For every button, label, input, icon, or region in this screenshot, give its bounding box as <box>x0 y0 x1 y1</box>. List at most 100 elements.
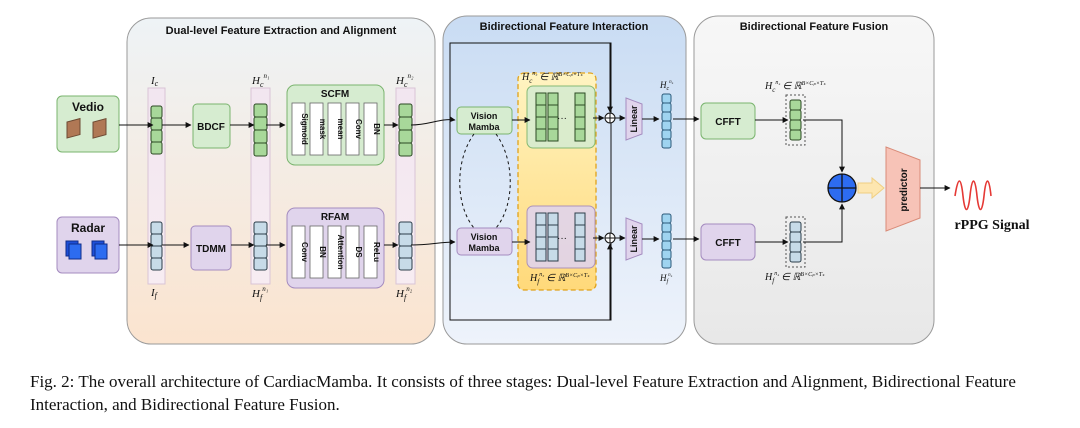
linear-bottom <box>625 217 643 261</box>
hf-n4-cell <box>661 249 672 260</box>
radar-frames-icon <box>65 240 108 260</box>
hc-n1-cell <box>253 116 268 131</box>
grid-cell <box>574 128 586 142</box>
hf-n4-vector <box>661 213 672 269</box>
hc-n3-grid: ··· <box>535 92 586 142</box>
op-block <box>345 225 360 279</box>
hf-n2-cell <box>398 221 413 235</box>
hf-n4-cell <box>661 231 672 242</box>
if-cell <box>150 233 163 247</box>
grid-cell <box>547 128 559 142</box>
op-label: ReLu <box>372 242 381 262</box>
stage-extraction-panel <box>126 17 436 345</box>
fused-c-cell <box>789 119 802 131</box>
if-cell <box>150 257 163 271</box>
video-input-label: Vedio <box>72 100 104 114</box>
hf-n2-cell <box>398 233 413 247</box>
cfft-top <box>700 102 756 140</box>
hf-n1-stack <box>253 221 268 271</box>
hc-n2-stack <box>398 103 413 157</box>
cfft-bottom-label: CFFT <box>715 238 741 249</box>
op-block <box>327 225 342 279</box>
rfam-label: RFAM <box>321 212 349 223</box>
grid-cell <box>574 212 586 226</box>
hf-n1-cell <box>253 245 268 259</box>
hf-n1-cell <box>253 257 268 271</box>
op-block <box>345 102 360 156</box>
fused-c-cell <box>789 129 802 141</box>
hf-fuse-dims: Hfn₄∈ ℝB×Cₚ×Tₛ <box>764 271 825 285</box>
hf-n2-label: Hfn₂ <box>395 285 413 302</box>
grid-cell <box>535 116 547 130</box>
op-label: BN <box>318 246 327 258</box>
if-cell <box>150 245 163 259</box>
ic-cell <box>150 105 163 119</box>
grid-cell <box>535 128 547 142</box>
fused-f-cell <box>789 231 802 243</box>
op-label: BN <box>372 123 381 135</box>
ic-feature-stack <box>150 105 163 155</box>
if-label: If <box>150 287 159 300</box>
hc-n2-cell <box>398 103 413 118</box>
radar-input-label: Radar <box>71 221 105 235</box>
ellipsis: ··· <box>557 113 567 124</box>
hc-n3-dims: Hcn₃∈ ℝB×Cₚ×Tₛ <box>521 71 583 85</box>
grid-cell <box>535 224 547 238</box>
hf-n1-label: Hfn₁ <box>251 285 268 302</box>
hf-n4-label: Hfn₄ <box>659 273 673 285</box>
fused-f-cell <box>789 221 802 233</box>
video-frames-icon <box>66 117 107 139</box>
hc-n4-cell <box>661 129 672 140</box>
fused-f-cell <box>789 251 802 263</box>
fused-c-cell <box>789 109 802 121</box>
hc-n2-cell <box>398 142 413 157</box>
fusion-to-predictor-arrow <box>857 176 885 200</box>
op-block <box>363 225 378 279</box>
op-block <box>363 102 378 156</box>
ic-label: Ic <box>150 75 159 88</box>
grid-cell <box>547 248 559 262</box>
hc-n4-label: Hcn₄ <box>659 80 674 92</box>
hc-n1-cell <box>253 129 268 144</box>
grid-cell <box>574 92 586 106</box>
op-label: mean <box>336 119 345 140</box>
hc-n1-stack <box>253 103 268 157</box>
hf-n4-cell <box>661 222 672 233</box>
tdmm-module <box>190 225 232 271</box>
stage-fusion-panel <box>693 15 935 345</box>
grid-cell <box>574 104 586 118</box>
hc-n2-label: Hcn₂ <box>395 72 414 89</box>
hc-n1-label: Hcn₁ <box>251 72 269 89</box>
ic-cell <box>150 141 163 155</box>
fused-c-cell <box>789 99 802 111</box>
linear-top-label: Linear <box>629 105 639 133</box>
hc-fuse-dims: Hcn₄∈ ℝB×Cₚ×Tₛ <box>764 80 826 94</box>
hc-n4-cell <box>661 138 672 149</box>
grid-cell <box>535 236 547 250</box>
grid-cell <box>535 104 547 118</box>
if-cell <box>150 221 163 235</box>
op-block <box>309 102 324 156</box>
stage-fusion-title: Bidirectional Feature Fusion <box>740 21 889 33</box>
op-label: mask <box>318 119 327 140</box>
grid-cell <box>547 92 559 106</box>
stage-interaction-title: Bidirectional Feature Interaction <box>480 21 649 33</box>
op-block <box>291 225 306 279</box>
figure-caption: Fig. 2: The overall architecture of Card… <box>30 370 1060 416</box>
fused-c-vector <box>789 99 802 141</box>
op-label: Sigmoid <box>300 113 309 145</box>
rppg-output-label: rPPG Signal <box>954 218 1029 233</box>
op-label: Conv <box>300 242 309 263</box>
architecture-diagram: Dual-level Feature Extraction and Alignm… <box>56 15 1030 345</box>
interaction-inner-frame <box>449 42 612 321</box>
op-label: DS <box>354 246 363 258</box>
grid-cell <box>574 224 586 238</box>
predictor-label: predictor <box>899 168 910 211</box>
predictor-module <box>885 146 921 232</box>
fused-f-vector <box>789 221 802 263</box>
if-feature-stack <box>150 221 163 271</box>
scfm-label: SCFM <box>321 89 349 100</box>
